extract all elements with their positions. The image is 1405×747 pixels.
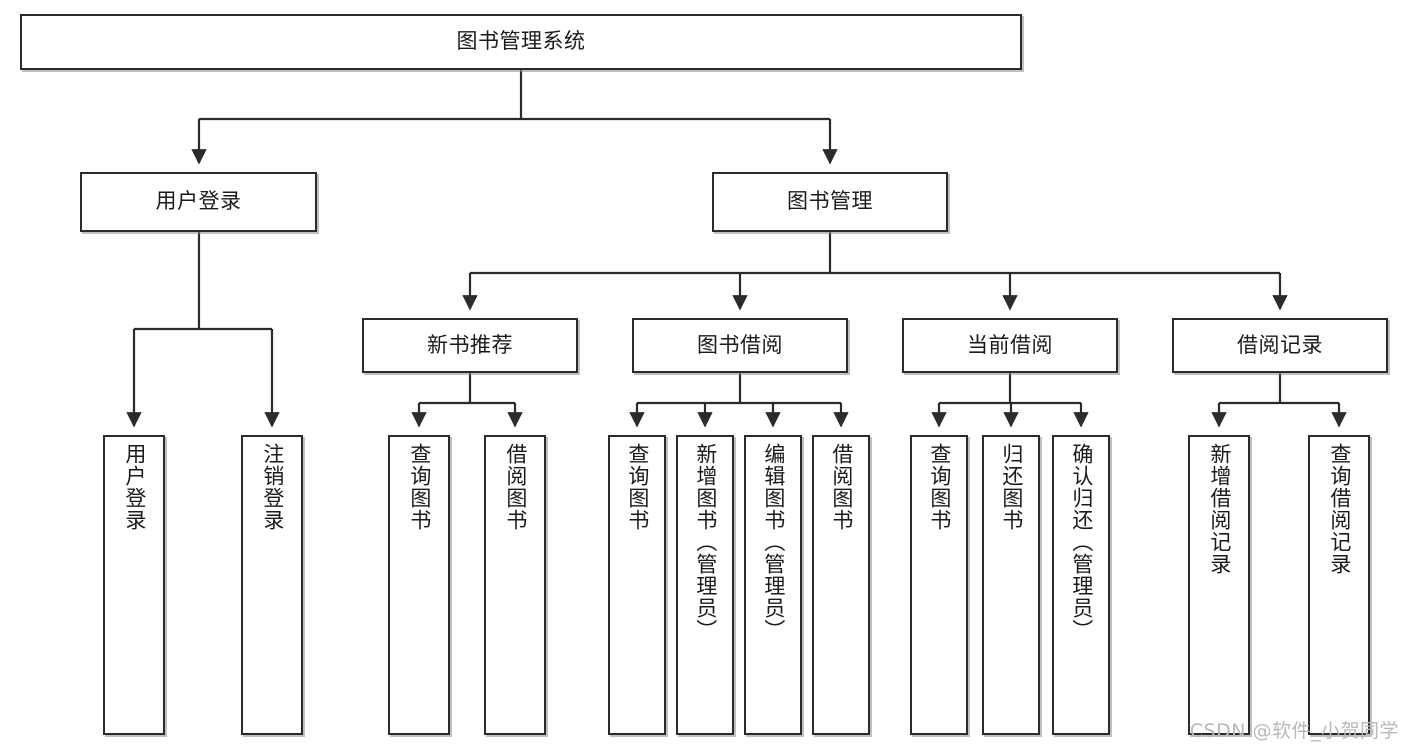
node-label: 图书管理: [787, 189, 873, 214]
node-label: 借阅图书: [503, 443, 528, 531]
node-new-book-rec[interactable]: 新书推荐: [362, 318, 578, 373]
node-leaf-query-book-2[interactable]: 查询图书: [608, 435, 666, 735]
node-label: 新书推荐: [427, 332, 513, 357]
node-leaf-borrow-book-2[interactable]: 借阅图书: [812, 435, 870, 735]
node-label: 查询图书: [927, 443, 952, 531]
node-leaf-query-record[interactable]: 查询借阅记录: [1308, 435, 1370, 735]
node-root[interactable]: 图书管理系统: [20, 14, 1022, 70]
node-leaf-borrow-book-1[interactable]: 借阅图书: [484, 435, 546, 735]
node-label: 当前借阅: [967, 332, 1053, 357]
node-label: 确认归还（管理员）: [1069, 443, 1094, 641]
node-label: 图书管理系统: [456, 29, 586, 54]
node-label: 查询借阅记录: [1327, 443, 1352, 575]
node-label: 编辑图书（管理员）: [761, 443, 786, 641]
node-label: 用户登录: [122, 443, 147, 531]
node-label: 注销登录: [260, 443, 285, 531]
node-leaf-query-book-3[interactable]: 查询图书: [910, 435, 968, 735]
node-leaf-confirm-return[interactable]: 确认归还（管理员）: [1052, 435, 1110, 735]
node-label: 借阅图书: [829, 443, 854, 531]
node-label: 新增图书（管理员）: [693, 443, 718, 641]
node-label: 归还图书: [999, 443, 1024, 531]
node-book-manage[interactable]: 图书管理: [712, 172, 948, 232]
node-label: 用户登录: [155, 189, 242, 214]
node-current-borrow[interactable]: 当前借阅: [902, 318, 1118, 373]
node-leaf-logout[interactable]: 注销登录: [241, 435, 303, 735]
node-label: 查询图书: [625, 443, 650, 531]
node-label: 查询图书: [407, 443, 432, 531]
node-leaf-user-login[interactable]: 用户登录: [103, 435, 165, 735]
node-leaf-edit-book[interactable]: 编辑图书（管理员）: [744, 435, 802, 735]
node-leaf-add-book[interactable]: 新增图书（管理员）: [676, 435, 734, 735]
node-book-borrow[interactable]: 图书借阅: [632, 318, 848, 373]
node-borrow-record[interactable]: 借阅记录: [1172, 318, 1388, 373]
node-label: 借阅记录: [1237, 332, 1323, 357]
node-leaf-query-book-1[interactable]: 查询图书: [388, 435, 450, 735]
node-leaf-return-book[interactable]: 归还图书: [982, 435, 1040, 735]
node-label: 图书借阅: [697, 332, 783, 357]
node-label: 新增借阅记录: [1207, 443, 1232, 575]
node-leaf-add-record[interactable]: 新增借阅记录: [1188, 435, 1250, 735]
node-user-login[interactable]: 用户登录: [80, 172, 317, 232]
